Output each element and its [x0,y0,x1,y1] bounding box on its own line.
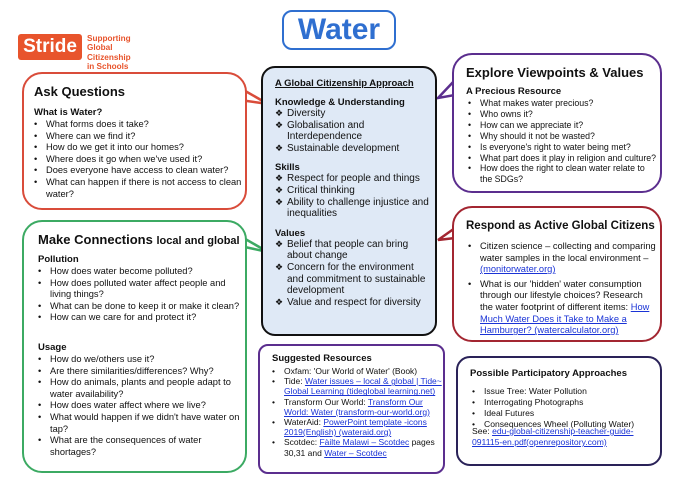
pollution-label: Pollution [38,254,79,265]
list-item: WaterAid: PowerPoint template -icons 201… [272,417,442,437]
list-item: Belief that people can bring about chang… [275,239,433,262]
list-item: What forms does it take? [34,119,244,131]
list-item: Interrogating Photographs [472,397,658,408]
usage-list: How do we/others use it? Are there simil… [38,354,246,458]
list-item: How does polluted water affect people an… [38,278,246,301]
explore-viewpoints-heading: Explore Viewpoints & Values [466,65,644,80]
list-item: What are the consequences of water short… [38,435,246,458]
pollution-list: How does water become polluted? How does… [38,266,246,324]
wateraid-link[interactable]: PowerPoint template -icons 2019(English)… [284,417,427,438]
list-item: Oxfam: 'Our World of Water' (Book) [272,366,442,376]
make-connections-heading-suffix: local and global [156,235,240,247]
list-item: What is our 'hidden' water consumption t… [468,279,658,337]
failte-malawi-link[interactable]: Fàilte Malawi – Scotdec [319,437,410,448]
explore-viewpoints-bubble: Explore Viewpoints & Values A Precious R… [452,53,662,193]
list-item: How does the right to clean water relate… [468,163,658,185]
page-title-text: Water [297,13,381,46]
list-item: How does water become polluted? [38,266,246,278]
teacher-guide-reference: See: edu-global-citizenship-teacher-guid… [472,426,634,447]
list-item: Sustainable development [275,143,433,155]
suggested-resources-heading: Suggested Resources [272,353,372,364]
list-item: Issue Tree: Water Pollution [472,386,658,397]
knowledge-list: Diversity Globalisation and Interdepende… [275,108,433,154]
list-item: Where can we find it? [34,131,244,143]
page-title: Water [282,10,396,50]
water-scotdec-link[interactable]: Water – Scotdec [324,447,387,458]
list-item: Is everyone's right to water being met? [468,142,658,153]
usage-label: Usage [38,342,67,353]
list-item: What can happen if there is not access t… [34,177,244,200]
list-item: Concern for the environment and commitme… [275,262,433,297]
values-list: Belief that people can bring about chang… [275,239,433,309]
list-item: Value and respect for diversity [275,297,433,309]
respond-list: Citizen science – collecting and compari… [468,241,658,337]
suggested-resources-box: Suggested Resources Oxfam: 'Our World of… [258,344,445,474]
values-label: Values [275,227,306,239]
list-item: Transform Our World: Transform Our World… [272,397,442,417]
ask-questions-heading: Ask Questions [34,84,126,99]
teacher-guide-link[interactable]: edu-global-citizenship-teacher-guide-091… [472,426,634,447]
list-item: Are there similarities/differences? Why? [38,366,246,378]
list-item: Does everyone have access to clean water… [34,165,244,177]
list-item: What part does it play in religion and c… [468,153,658,164]
watercalculator-link[interactable]: How Much Water Does it Take to Make a Ha… [480,301,650,336]
suggested-resources-list: Oxfam: 'Our World of Water' (Book) Tide:… [272,366,442,458]
participatory-approaches-box: Possible Participatory Approaches Issue … [456,356,662,466]
list-item: Critical thinking [275,185,433,197]
list-item: Globalisation and Interdependence [275,120,433,143]
ask-questions-bubble: Ask Questions What is Water? What forms … [22,72,247,210]
list-item: How does water affect where we live? [38,400,246,412]
respond-active-citizens-bubble: Respond as Active Global Citizens Citize… [452,206,662,342]
list-item: Consequences Wheel (Polluting Water) [472,419,658,430]
list-item: Respect for people and things [275,173,433,185]
list-item: Why should it not be wasted? [468,131,658,142]
list-item: How do we/others use it? [38,354,246,366]
stride-logo-mark: Stride [18,34,82,60]
list-item: Who owns it? [468,109,658,120]
transform-our-world-link[interactable]: Transform Our World: Water (transform-ou… [284,396,430,417]
ask-questions-list: What forms does it take? Where can we fi… [34,119,244,200]
ask-questions-subheading: What is Water? [34,107,103,118]
stride-logo-tagline: Supporting Global Citizenship in Schools [87,34,131,71]
global-citizenship-approach-panel: A Global Citizenship Approach Knowledge … [261,66,437,336]
approach-caption: A Global Citizenship Approach [275,78,414,89]
tide-link[interactable]: Water issues – local & global | Tide~ Gl… [284,376,442,397]
skills-list: Respect for people and things Critical t… [275,173,433,219]
make-connections-bubble: Make Connections local and global Pollut… [22,220,247,473]
list-item: What would happen if we didn't have wate… [38,412,246,435]
list-item: Ideal Futures [472,408,658,419]
explore-viewpoints-list: What makes water precious? Who owns it? … [468,98,658,185]
monitorwater-link[interactable]: (monitorwater.org) [480,264,556,275]
list-item: How do animals, plants and people adapt … [38,377,246,400]
knowledge-label: Knowledge & Understanding [275,97,405,108]
make-connections-heading: Make Connections local and global [38,232,240,247]
list-item: What can be done to keep it or make it c… [38,301,246,313]
respond-heading: Respond as Active Global Citizens [466,220,655,232]
explore-viewpoints-subheading: A Precious Resource [466,86,562,97]
participatory-approaches-heading: Possible Participatory Approaches [470,368,627,379]
stride-logo: Stride Supporting Global Citizenship in … [18,34,158,71]
list-item: Citizen science – collecting and compari… [468,241,658,276]
list-item: How can we care for and protect it? [38,312,246,324]
list-item: Diversity [275,108,433,120]
list-item: What makes water precious? [468,98,658,109]
list-item: How can we appreciate it? [468,120,658,131]
list-item: How do we get it into our homes? [34,142,244,154]
list-item: Tide: Water issues – local & global | Ti… [272,376,442,396]
list-item: Where does it go when we've used it? [34,154,244,166]
participatory-approaches-list: Issue Tree: Water Pollution Interrogatin… [472,386,658,430]
list-item: Scotdec: Fàilte Malawi – Scotdec pages 3… [272,437,442,457]
list-item: Ability to challenge injustice and inequ… [275,197,433,220]
skills-label: Skills [275,162,300,174]
